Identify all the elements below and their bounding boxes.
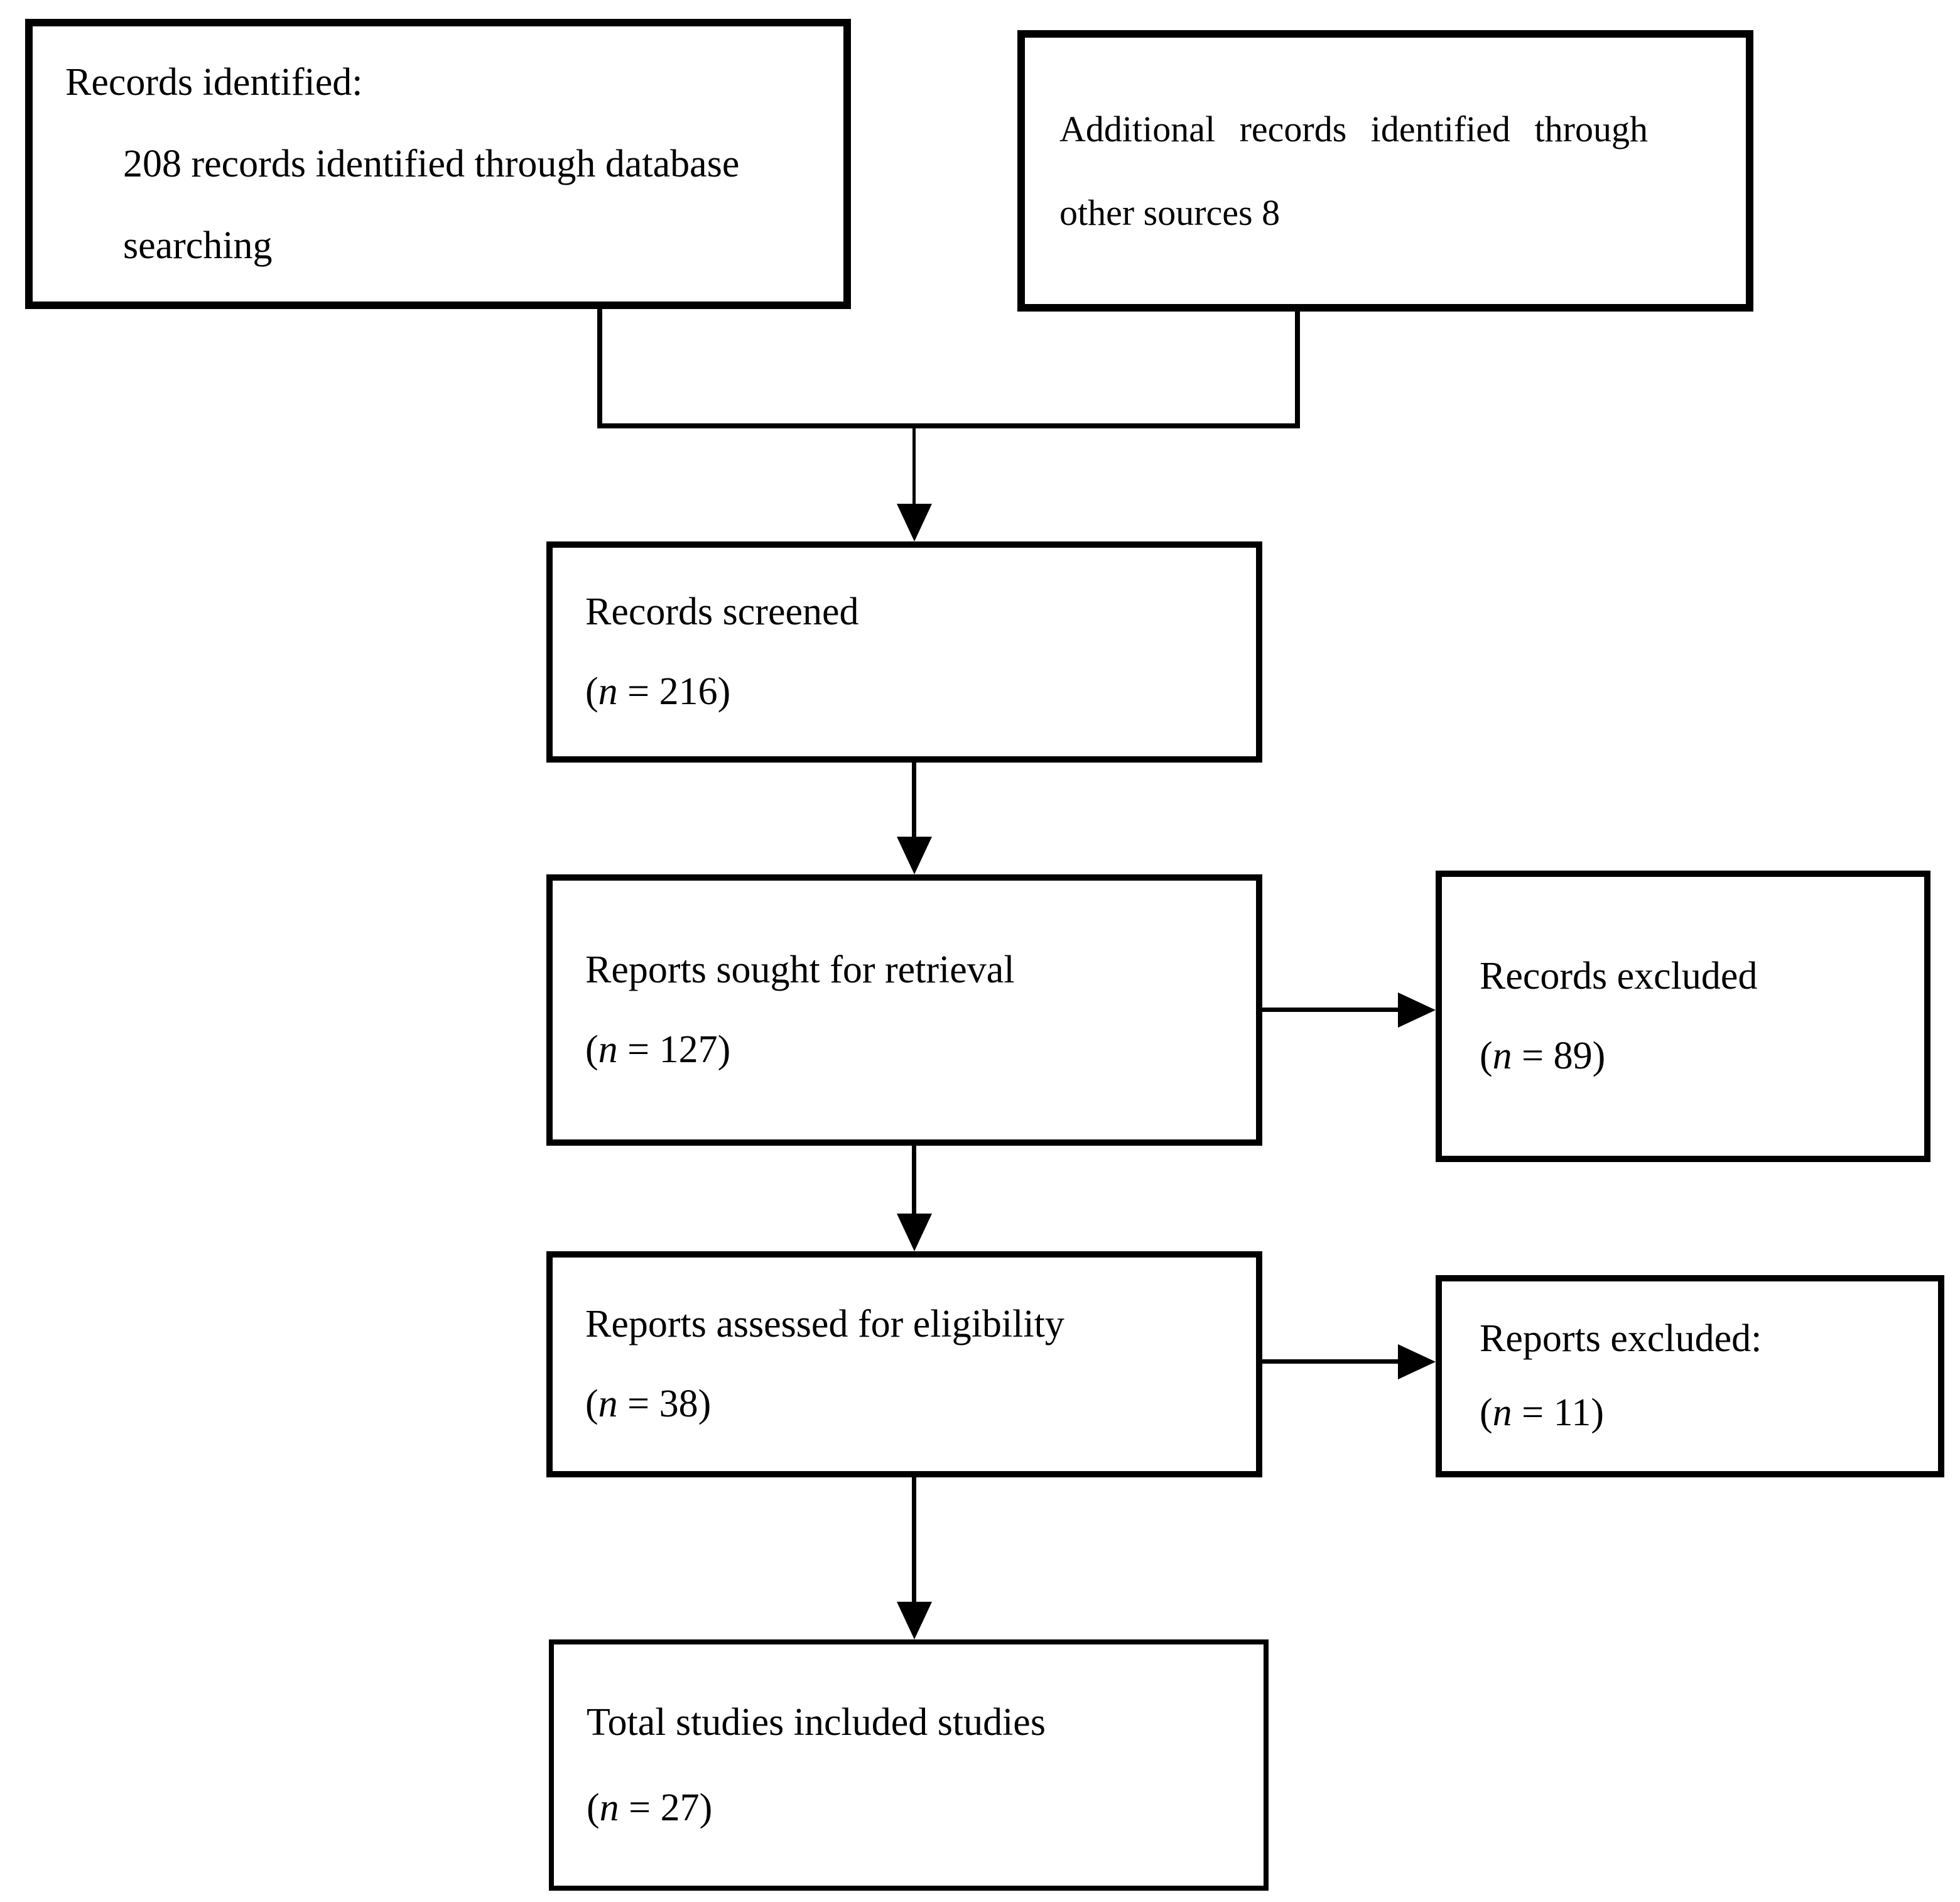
reports-sought-count: (n = 127) [585, 1028, 731, 1071]
reports-excluded-title: Reports excluded: [1480, 1317, 1762, 1361]
box-reports-sought: Reports sought for retrieval (n = 127) [546, 874, 1262, 1146]
arrow-assessed-to-excluded-line [1262, 1359, 1399, 1364]
additional-records-line1: Additional records identified through [1059, 108, 1648, 149]
box-reports-assessed: Reports assessed for eligibility (n = 38… [546, 1251, 1262, 1477]
arrow-sought-to-assessed-line [912, 1146, 916, 1215]
records-screened-title: Records screened [585, 590, 859, 633]
box-records-identified: Records identified: 208 records identifi… [25, 19, 851, 309]
total-included-title: Total studies included studies [587, 1700, 1046, 1744]
records-excluded-title: Records excluded [1480, 954, 1758, 997]
box-reports-excluded: Reports excluded: (n = 11) [1436, 1275, 1944, 1477]
box-total-included: Total studies included studies (n = 27) [549, 1639, 1269, 1891]
arrowhead-to-sought [897, 837, 932, 874]
arrowhead-to-reports-excluded [1398, 1344, 1436, 1379]
reports-sought-title: Reports sought for retrieval [585, 948, 1015, 991]
records-identified-title: Records identified: [65, 60, 363, 104]
box-records-screened: Records screened (n = 216) [546, 541, 1262, 763]
arrowhead-to-screened [897, 504, 932, 541]
arrowhead-to-total [897, 1602, 932, 1639]
arrowhead-to-records-excluded [1398, 992, 1436, 1028]
records-identified-detail-line2: searching [123, 224, 273, 268]
records-screened-count: (n = 216) [585, 670, 731, 713]
box-records-excluded: Records excluded (n = 89) [1436, 871, 1930, 1162]
reports-assessed-title: Reports assessed for eligibility [585, 1302, 1064, 1345]
arrow-screened-to-sought-line [912, 763, 916, 838]
records-excluded-count: (n = 89) [1480, 1035, 1606, 1077]
arrowhead-to-assessed [897, 1214, 932, 1251]
connector-left-vertical [597, 309, 602, 428]
connector-right-vertical [1295, 312, 1300, 428]
box-additional-records: Additional records identified through ot… [1017, 30, 1753, 312]
arrow-assessed-to-total-line [912, 1477, 916, 1603]
reports-assessed-count: (n = 38) [585, 1383, 712, 1425]
arrow-sought-to-excluded-line [1262, 1008, 1399, 1012]
connector-merge-drop [912, 427, 916, 505]
records-identified-detail-line1: 208 records identified through database [123, 142, 740, 185]
connector-merge-horizontal [597, 423, 1300, 428]
total-included-count: (n = 27) [587, 1786, 713, 1829]
additional-records-line2: other sources 8 [1059, 192, 1280, 233]
reports-excluded-count: (n = 11) [1480, 1391, 1604, 1434]
